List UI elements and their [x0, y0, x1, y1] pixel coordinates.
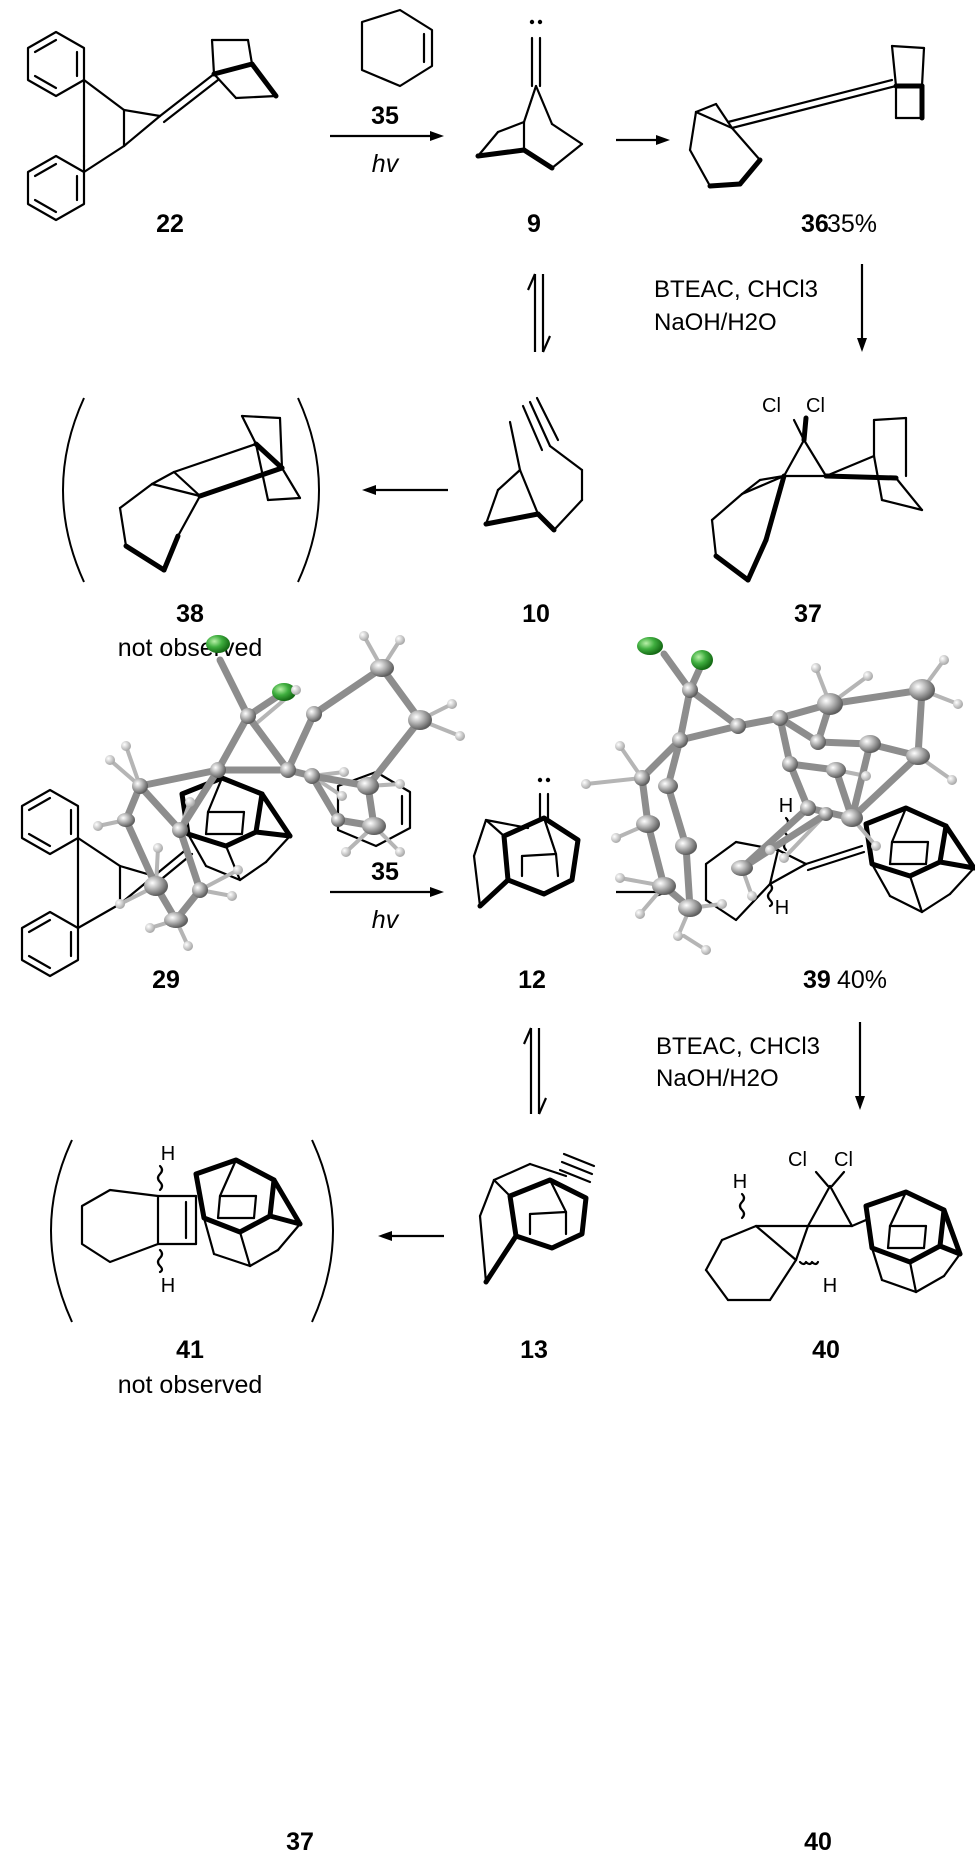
- hydrogen-atom-40b: H: [823, 1275, 837, 1297]
- paren-left-38: [62, 397, 85, 583]
- label-10: 10: [522, 600, 550, 628]
- yield-36: 35%: [827, 210, 877, 238]
- paren-right-41: [311, 1139, 334, 1323]
- equilibrium-12-13: [522, 1027, 548, 1115]
- label-36: 36: [801, 210, 829, 238]
- label-39: 39: [803, 966, 831, 994]
- note-38: not observed: [118, 634, 263, 662]
- chlorine-atom-37a: Cl: [762, 395, 781, 417]
- label-13: 13: [520, 1336, 548, 1364]
- yield-39: 40%: [837, 966, 887, 994]
- label-38: 38: [176, 600, 204, 628]
- reagent-35-label: 35: [371, 102, 399, 130]
- reagent-35-label-2: 35: [371, 858, 399, 886]
- conditions-39-40-line2: NaOH/H2O: [656, 1065, 779, 1092]
- molecule-38: [118, 414, 302, 573]
- label-37: 37: [794, 600, 822, 628]
- arrow-29-to-12: [330, 887, 444, 897]
- label-22: 22: [156, 210, 184, 238]
- chlorine-atom-37b: Cl: [806, 395, 825, 417]
- crystal-label-40: 40: [804, 1828, 832, 1856]
- arrow-13-to-41: [378, 1231, 444, 1241]
- label-41: 41: [176, 1336, 204, 1364]
- conditions-39-40-line1: BTEAC, CHCl3: [656, 1033, 820, 1060]
- molecule-29: [20, 775, 293, 978]
- hv-condition-2: hv: [372, 906, 400, 934]
- arrow-36-to-37: [857, 264, 867, 352]
- crystal-structure-40: [581, 637, 963, 955]
- crystal-label-37: 37: [286, 1828, 314, 1856]
- molecule-40: Cl Cl H H: [704, 1149, 963, 1302]
- label-29: 29: [152, 966, 180, 994]
- arrow-10-to-38: [362, 485, 448, 495]
- arrow-9-to-36: [616, 135, 670, 145]
- label-9: 9: [527, 210, 541, 238]
- chlorine-atom-40a: Cl: [788, 1149, 807, 1171]
- arrow-22-to-9: [330, 131, 444, 141]
- note-41: not observed: [118, 1371, 263, 1399]
- conditions-36-37-line2: NaOH/H2O: [654, 309, 777, 336]
- crystal-structure-37: [93, 631, 465, 951]
- arrow-39-to-40: [855, 1022, 865, 1110]
- molecule-41: H H: [80, 1143, 303, 1297]
- conditions-36-37-line1: BTEAC, CHCl3: [654, 276, 818, 303]
- molecule-22: [26, 30, 279, 222]
- cyclohexene-35-icon: [360, 8, 434, 88]
- hv-condition: hv: [372, 150, 400, 178]
- molecule-9: [475, 19, 584, 171]
- molecule-37: Cl Cl: [710, 395, 924, 583]
- chlorine-atom-40b: Cl: [834, 1149, 853, 1171]
- molecule-12: [472, 777, 581, 909]
- label-40: 40: [812, 1336, 840, 1364]
- hydrogen-atom-39b: H: [775, 897, 789, 919]
- hydrogen-atom-41b: H: [161, 1275, 175, 1297]
- hydrogen-atom-41a: H: [161, 1143, 175, 1165]
- hydrogen-atom-39a: H: [779, 795, 793, 817]
- molecule-13: [478, 1152, 596, 1285]
- paren-left-41: [50, 1139, 73, 1323]
- molecule-10: [483, 396, 584, 533]
- molecule-36: [688, 44, 926, 189]
- hydrogen-atom-40a: H: [733, 1171, 747, 1193]
- equilibrium-9-10: [526, 273, 552, 353]
- paren-right-38: [297, 397, 320, 583]
- label-12: 12: [518, 966, 546, 994]
- molecule-39: H H: [704, 795, 975, 922]
